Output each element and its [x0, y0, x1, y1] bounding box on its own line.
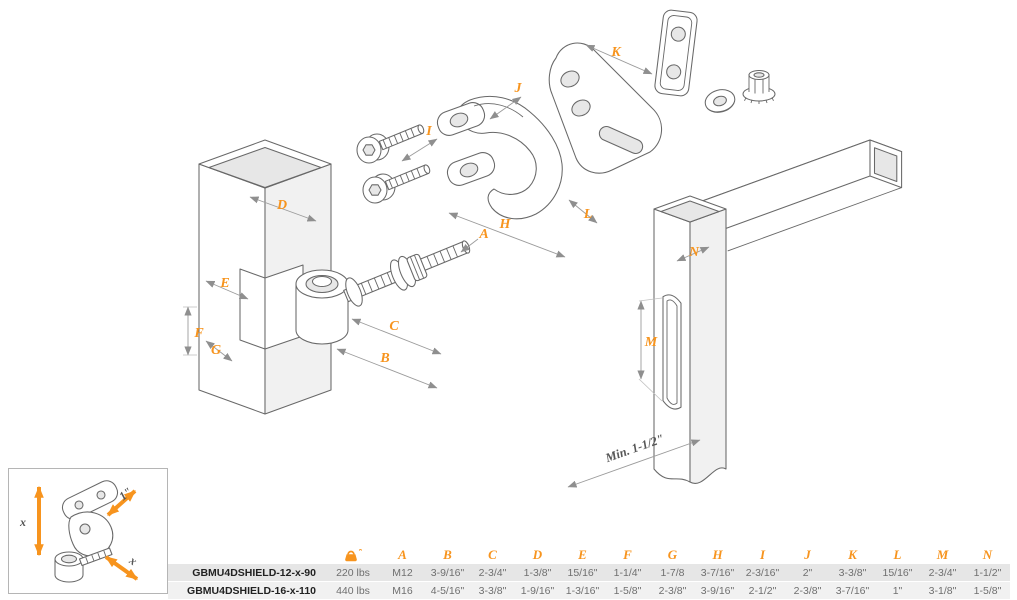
- inset-width-arrow: [104, 555, 139, 581]
- dim-label-a: A: [478, 227, 488, 242]
- dim-value-i: 2-3/16": [745, 566, 780, 579]
- socket-screws: [356, 124, 432, 204]
- mount-bracket-plate: [548, 42, 663, 174]
- product-inset: x 1" x: [8, 468, 168, 594]
- dim-value-h: 3-9/16": [700, 584, 735, 597]
- inset-height-label: x: [19, 515, 26, 529]
- dim-value-b: 3-9/16": [430, 566, 465, 579]
- adjuster-nut: [406, 253, 428, 282]
- col-header-i: I: [759, 547, 766, 562]
- washer: [704, 89, 736, 113]
- dim-value-n: 1-5/8": [973, 584, 1002, 597]
- dim-value-h: 3-7/16": [700, 566, 735, 579]
- dim-value-m: 3-1/8": [928, 584, 957, 597]
- inset-pin-label: 1": [116, 484, 135, 503]
- dim-label-h: H: [499, 217, 512, 232]
- col-header-c: C: [488, 547, 497, 562]
- col-header-l: L: [893, 547, 902, 562]
- dim-value-e: 1-3/16": [565, 584, 600, 597]
- inset-pin-arrow: [106, 489, 137, 517]
- dim-value-k: 3-3/8": [838, 566, 867, 579]
- col-header-k: K: [848, 547, 857, 562]
- table-row: GBMU4DSHIELD-16-x-110 440 lbs M16 4-5/16…: [168, 582, 1010, 599]
- backing-plate: [654, 9, 698, 97]
- col-header-h: H: [712, 547, 723, 562]
- col-header-n: N: [982, 547, 993, 562]
- col-header-f: F: [623, 547, 632, 562]
- weight-asterisk: *: [358, 548, 363, 557]
- col-header-e: E: [578, 547, 587, 562]
- dim-value-k: 3-7/16": [835, 584, 870, 597]
- dimension-lines: A B C D E F G H I J K L M N: [183, 44, 710, 402]
- model-name: GBMU4DSHIELD-16-x-110: [187, 584, 316, 597]
- gate-post: [653, 195, 727, 484]
- table-row: GBMU4DSHIELD-12-x-90 220 lbs M12 3-9/16"…: [168, 564, 1010, 581]
- dim-value-j: 2": [802, 566, 813, 579]
- dim-value-f: 1-5/8": [613, 584, 642, 597]
- col-header-m: M: [936, 547, 949, 562]
- dim-label-b: B: [379, 351, 389, 366]
- socket-screw: [356, 124, 425, 164]
- dim-value-d: 1-3/8": [523, 566, 552, 579]
- post-slot: [662, 294, 682, 410]
- dim-value-c: 3-3/8": [478, 584, 507, 597]
- col-header-a: A: [398, 547, 407, 562]
- dim-value-g: 1-7/8: [660, 566, 685, 579]
- gate-rail: [695, 139, 903, 252]
- dim-value-f: 1-1/4": [613, 566, 642, 579]
- exploded-diagram: A B C D E F G H I J K L M N Min. 1-1/2": [183, 9, 903, 488]
- dim-value-a: M16: [392, 584, 413, 597]
- dim-value-d: 1-9/16": [520, 584, 555, 597]
- inset-product-sketch: [54, 480, 119, 583]
- dim-value-l: 1": [892, 584, 903, 597]
- col-header-g: G: [667, 547, 678, 562]
- dim-value-j: 2-3/8": [793, 584, 822, 597]
- dim-label-n: N: [688, 245, 700, 260]
- inset-dimension-arrows: [34, 485, 139, 581]
- dim-label-d: D: [276, 198, 287, 213]
- dim-label-l: L: [583, 207, 593, 222]
- dim-label-m: M: [644, 335, 658, 350]
- weight-capacity: 440 lbs: [336, 584, 370, 597]
- dim-value-m: 2-3/4": [928, 566, 957, 579]
- dim-value-n: 1-1/2": [973, 566, 1002, 579]
- dim-label-j: J: [514, 81, 523, 96]
- inset-sketch-svg: x 1" x: [19, 480, 140, 583]
- dim-label-c: C: [389, 319, 399, 334]
- col-header-b: B: [443, 547, 452, 562]
- weight-column-header: *: [326, 549, 380, 562]
- spec-table: * A B C D E F G H I J K L M N GBMU4DSHIE…: [168, 546, 1010, 599]
- weight-capacity: 220 lbs: [336, 566, 370, 579]
- flange-nut: [742, 69, 776, 104]
- dim-label-f: F: [193, 326, 204, 341]
- shackle-hook: [436, 95, 563, 220]
- dim-value-g: 2-3/8": [658, 584, 687, 597]
- dim-value-l: 15/16": [882, 566, 913, 579]
- dim-value-e: 15/16": [567, 566, 598, 579]
- hinge-body: [239, 264, 349, 350]
- col-header-d: D: [532, 547, 543, 562]
- dim-label-e: E: [219, 276, 229, 291]
- dim-label-k: K: [610, 45, 622, 60]
- flange-serrations: [744, 97, 774, 104]
- dim-value-b: 4-5/16": [430, 584, 465, 597]
- inset-width-label: x: [126, 553, 140, 568]
- dim-label-g: G: [211, 343, 221, 358]
- dim-value-c: 2-3/4": [478, 566, 507, 579]
- weight-icon: [344, 550, 357, 561]
- dim-value-i: 2-1/2": [748, 584, 777, 597]
- dim-value-a: M12: [392, 566, 413, 579]
- col-header-j: J: [804, 547, 811, 562]
- dim-label-i: I: [425, 124, 432, 139]
- model-name: GBMU4DSHIELD-12-x-90: [192, 566, 316, 579]
- table-header-row: * A B C D E F G H I J K L M N: [168, 546, 1010, 564]
- threaded-adjuster-bolt: [343, 240, 471, 307]
